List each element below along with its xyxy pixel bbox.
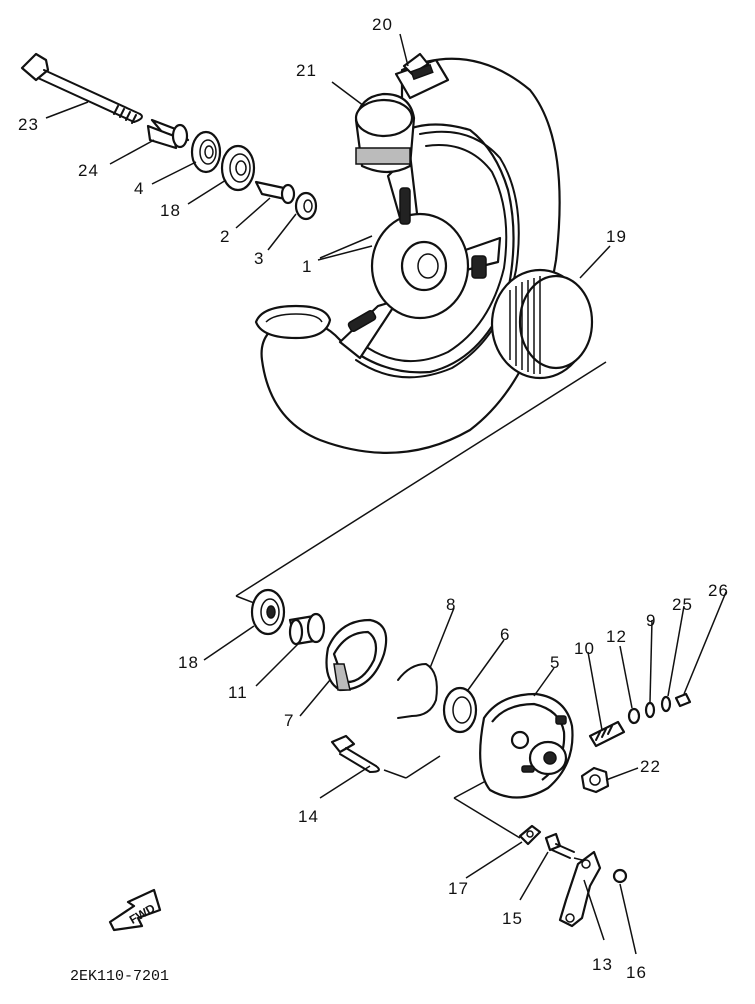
label-part-18-upper: 18 bbox=[160, 201, 181, 220]
label-part-22: 22 bbox=[640, 757, 661, 776]
o-ring bbox=[660, 695, 672, 713]
axle-bolt bbox=[20, 52, 143, 124]
tire-valve bbox=[394, 52, 450, 100]
brake-oil-seal bbox=[442, 686, 478, 734]
label-part-5: 5 bbox=[550, 653, 560, 672]
brake-shoe bbox=[325, 618, 388, 692]
adjuster-cap bbox=[674, 692, 692, 708]
label-part-21: 21 bbox=[296, 61, 317, 80]
label-part-13: 13 bbox=[592, 955, 613, 974]
return-spring bbox=[397, 663, 438, 719]
oil-seal bbox=[190, 130, 222, 174]
camshaft-bolt bbox=[544, 832, 575, 859]
label-part-23: 23 bbox=[18, 115, 39, 134]
collar bbox=[254, 180, 296, 205]
label-part-4: 4 bbox=[134, 179, 144, 198]
brake-shoe-plate bbox=[479, 692, 574, 799]
label-part-14: 14 bbox=[298, 807, 319, 826]
label-part-18-lower: 18 bbox=[178, 653, 199, 672]
label-part-25: 25 bbox=[672, 595, 693, 614]
wear-indicator-plate bbox=[518, 824, 542, 846]
brake-collar bbox=[288, 612, 326, 646]
label-part-12: 12 bbox=[606, 627, 627, 646]
cast-wheel-with-tire bbox=[254, 57, 561, 454]
label-part-11: 11 bbox=[228, 683, 248, 702]
label-part-10: 10 bbox=[574, 639, 595, 658]
label-part-8: 8 bbox=[446, 595, 456, 614]
washer bbox=[644, 701, 656, 719]
valve-cap bbox=[354, 92, 416, 174]
label-part-15: 15 bbox=[502, 909, 523, 928]
label-part-19: 19 bbox=[606, 227, 627, 246]
label-part-16: 16 bbox=[626, 963, 647, 982]
spacer-flange bbox=[294, 191, 318, 221]
adjuster-nut bbox=[627, 707, 641, 725]
diagram-code: 2EK110-7201 bbox=[70, 968, 169, 985]
label-part-2: 2 bbox=[220, 227, 230, 246]
spacer bbox=[146, 118, 190, 150]
cable-adjuster bbox=[588, 720, 626, 748]
wheel-bearing-lower bbox=[250, 588, 286, 636]
wheel-bearing-upper bbox=[220, 144, 256, 192]
lever-bolt bbox=[612, 868, 628, 884]
brake-cam-lever bbox=[558, 850, 602, 928]
brake-camshaft bbox=[330, 734, 380, 773]
label-part-7: 7 bbox=[284, 711, 294, 730]
label-part-26: 26 bbox=[708, 581, 729, 600]
label-part-17: 17 bbox=[448, 879, 469, 898]
axle-nut bbox=[580, 766, 610, 794]
brake-drum-ring bbox=[490, 268, 594, 380]
label-part-6: 6 bbox=[500, 625, 510, 644]
label-part-3: 3 bbox=[254, 249, 264, 268]
label-part-20: 20 bbox=[372, 15, 393, 34]
label-part-24: 24 bbox=[78, 161, 99, 180]
label-part-1: 1 bbox=[302, 257, 312, 276]
forward-direction-arrow: FWD bbox=[108, 888, 162, 932]
label-part-9: 9 bbox=[646, 611, 656, 630]
